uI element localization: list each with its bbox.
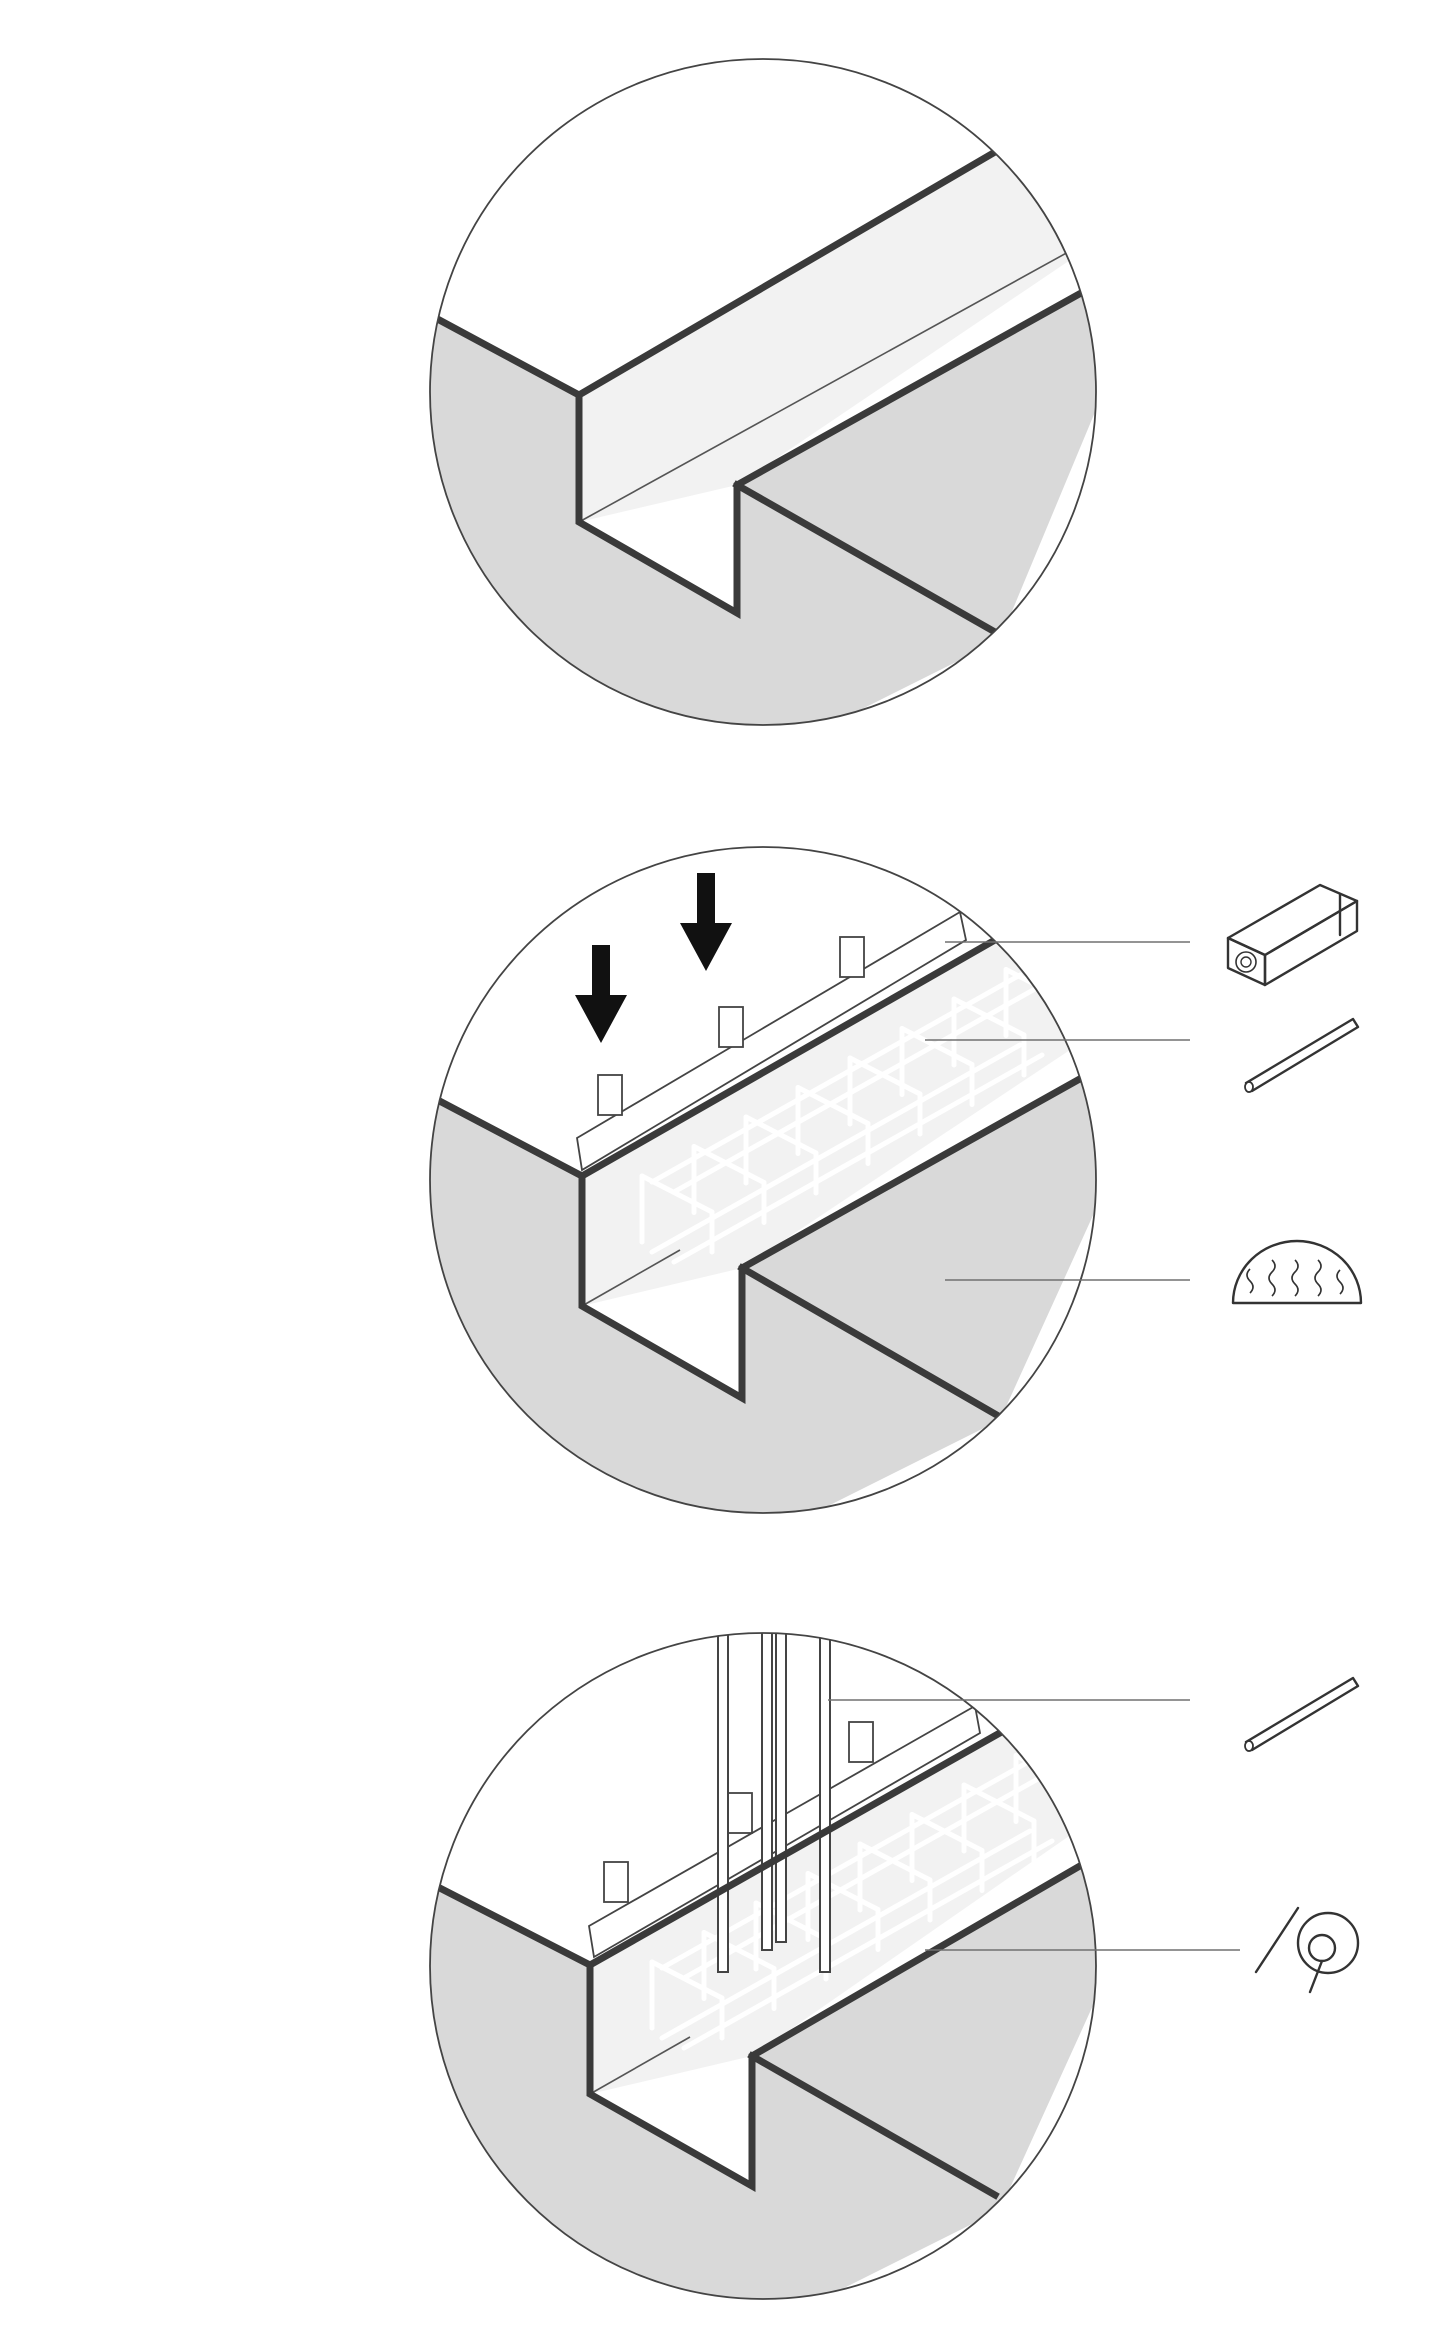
rebar-stirrup (1066, 1724, 1096, 1764)
panel-3-frame (429, 1632, 1097, 2300)
down-arrow (680, 873, 732, 971)
rebar-stirrup (639, 1173, 715, 1215)
rebar-stirrup (1055, 937, 1096, 979)
rebar-stirrup (847, 1055, 923, 1097)
rebar-stirrup (743, 1114, 819, 1156)
rebar-stirrup (899, 1026, 975, 1067)
panel-2-formwork-rebar (429, 846, 1363, 1514)
ground-surface (430, 1076, 1096, 1513)
formwork-stake (839, 936, 865, 978)
rebar-stirrup (701, 1930, 777, 1971)
rebar-stirrup (1065, 1723, 1096, 1765)
rebar-stirrup (1056, 938, 1096, 978)
rebar-stirrup (961, 1782, 1037, 1824)
rebar-longitudinal (681, 1768, 1055, 1981)
formwork-stake (603, 1861, 629, 1903)
rebar-longitudinal (649, 972, 1023, 1185)
panel-1-frame (429, 58, 1097, 726)
rebar-stirrup (649, 1959, 725, 2001)
formwork-board (576, 910, 968, 1172)
ground-surface (430, 288, 1096, 725)
rebar-stirrup (795, 1085, 871, 1126)
down-arrow (575, 945, 627, 1043)
panel-1-trench (429, 58, 1097, 726)
formwork-stake (727, 1792, 753, 1834)
vertical-starter-bars (717, 1633, 831, 1973)
rebar-stirrup (857, 1841, 933, 1883)
rebar-longitudinal (671, 1052, 1045, 1265)
tie-wire-icon (1254, 1906, 1360, 1994)
gravel-base-icon (1231, 1239, 1363, 1305)
trench-wall (579, 152, 1085, 522)
rebar-stirrup (909, 1812, 985, 1853)
rebar-rod-icon (1244, 1676, 1360, 1752)
formwork-stake (718, 1006, 744, 1048)
panel-2-frame (429, 846, 1097, 1514)
rebar-stirrup (691, 1144, 767, 1185)
timber-board-icon (1226, 883, 1359, 987)
panel-3-starter-bars (429, 1632, 1360, 2300)
formwork-stake (848, 1721, 874, 1763)
rebar-longitudinal (681, 1838, 1055, 2051)
rebar-stirrup (951, 996, 1027, 1038)
formwork-stake (597, 1074, 623, 1116)
rebar-longitudinal (671, 982, 1045, 1195)
rebar-rod-icon (1244, 1017, 1360, 1093)
